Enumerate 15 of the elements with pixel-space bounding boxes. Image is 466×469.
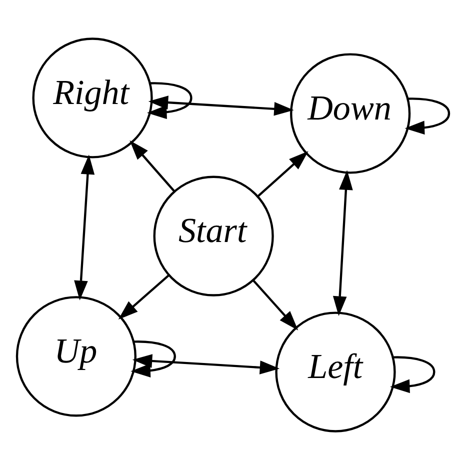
arrow <box>132 354 280 374</box>
arrow <box>390 356 436 393</box>
arrow <box>74 154 95 300</box>
arrow <box>146 82 192 119</box>
arrow <box>118 274 170 319</box>
arrow <box>130 140 175 192</box>
node-circle: Right <box>32 37 153 158</box>
node-circle: Start <box>153 175 274 296</box>
arrow <box>148 95 294 116</box>
arrow <box>252 279 298 330</box>
node-circle: Up <box>16 296 136 416</box>
arrow <box>258 150 308 196</box>
arrow <box>404 97 450 134</box>
arrow <box>332 170 353 316</box>
arrow <box>130 340 176 377</box>
